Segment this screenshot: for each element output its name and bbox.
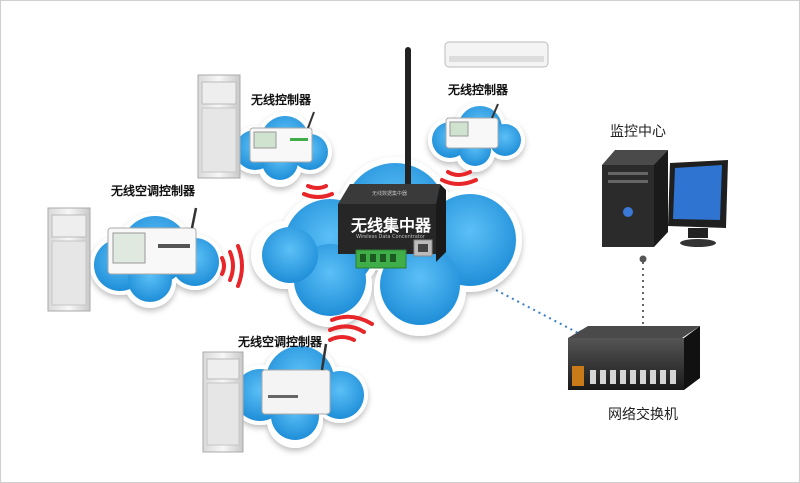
- floor-ac-icon: [47, 207, 91, 312]
- link-switch-to-monitor: [639, 255, 647, 326]
- link-hub-to-switch: [495, 289, 586, 338]
- floor-ac-icon: [197, 74, 241, 179]
- signal-waves-icon: [220, 244, 244, 288]
- network-switch-icon: [568, 326, 700, 390]
- signal-waves-icon: [440, 170, 478, 186]
- controller-device-icon: [445, 103, 499, 149]
- controller-device-icon: [249, 111, 315, 163]
- hub-small-text-1: 无线数据集中器: [372, 191, 408, 197]
- ac-controller-device-icon: [107, 207, 198, 275]
- label-ac-controller-bottom: 无线空调控制器: [238, 335, 323, 349]
- label-controller-top-right: 无线控制器: [448, 83, 509, 97]
- label-ac-controller-left: 无线空调控制器: [111, 184, 196, 198]
- signal-waves-icon: [302, 184, 334, 199]
- floor-ac-icon: [202, 351, 244, 453]
- label-monitor-center: 监控中心: [610, 124, 666, 140]
- hub-device-icon: [338, 47, 446, 269]
- label-controller-top-left: 无线控制器: [251, 93, 312, 107]
- computer-icon: [602, 150, 728, 247]
- label-hub: 无线集中器: [351, 216, 432, 235]
- signal-waves-icon: [328, 314, 374, 342]
- hub-small-text-2: Wireless Data Concentrator: [356, 234, 425, 240]
- label-switch: 网络交换机: [608, 407, 678, 423]
- wall-ac-icon: [444, 41, 549, 68]
- ac-controller-device-icon: [261, 343, 331, 415]
